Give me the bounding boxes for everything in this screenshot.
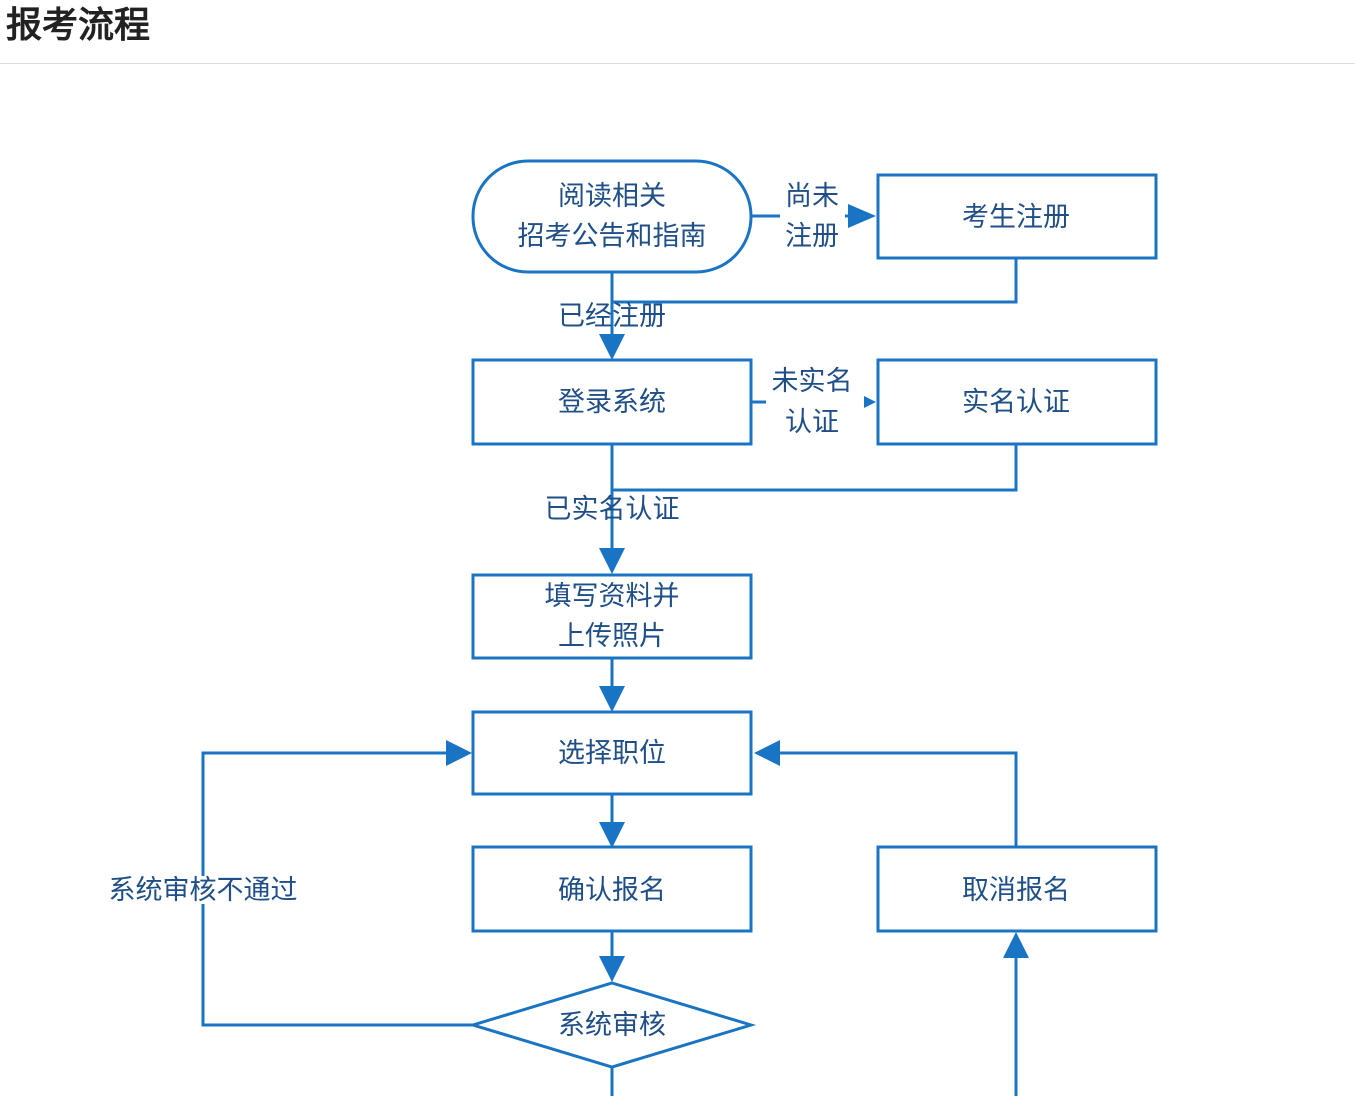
edge-verified-label: 已实名认证: [545, 494, 680, 525]
node-read-line-2: 招考公告和指南: [518, 221, 707, 252]
connector-verify-to-fill: [612, 445, 1018, 492]
edge-not-registered-line-1: 尚未: [785, 181, 839, 212]
node-verify-label: 实名认证: [962, 387, 1070, 418]
node-login-shape: [471, 358, 753, 446]
arrow-to-choose: [599, 686, 625, 712]
node-register-label: 考生注册: [962, 202, 1070, 233]
node-choose-label: 选择职位: [558, 738, 666, 769]
edge-not-registered-line-2: 注册: [785, 221, 839, 252]
page-title: 报考流程: [6, 5, 151, 46]
arrow-to-fill: [599, 548, 625, 574]
arrow-to-register: [848, 204, 876, 228]
node-cancel-label: 取消报名: [962, 875, 1070, 906]
edge-not-verified-line-1: 未实名: [772, 366, 853, 397]
arrow-to-confirm: [599, 822, 625, 848]
edge-not-verified-line-2: 认证: [785, 407, 839, 438]
arrow-cancel-to-choose: [754, 740, 780, 766]
node-choose-shape: [471, 710, 753, 796]
node-review-shape: [467, 981, 757, 1069]
edge-registered-label: 已经注册: [558, 301, 666, 332]
node-fill-shape: [471, 573, 753, 660]
connector-cancel-to-choose: [778, 751, 1018, 846]
arrow-to-verify: [864, 396, 876, 408]
node-confirm-label: 确认报名: [558, 875, 666, 906]
edge-review-failed-label: 系统审核不通过: [109, 875, 298, 906]
arrow-to-login: [599, 334, 625, 360]
node-login-label: 登录系统: [558, 387, 666, 418]
arrow-review-fail-to-choose: [446, 740, 472, 766]
node-confirm-shape: [471, 845, 753, 933]
arrow-to-cancel: [1003, 932, 1029, 958]
connector-review-fail-to-choose-upper: [201, 751, 448, 876]
node-review-label: 系统审核: [558, 1010, 666, 1041]
node-labels: 阅读相关 招考公告和指南 考生注册 登录系统 实名认证 填写资料并 上传照片 选…: [518, 181, 1071, 1041]
node-verify-shape: [876, 358, 1158, 446]
node-shapes: [467, 159, 1158, 1069]
node-register-shape: [876, 173, 1158, 260]
page-header: 报考流程: [0, 0, 1355, 64]
edge-labels: 尚未 注册 已经注册 未实名 认证 已实名认证 系统审核不通过: [109, 181, 853, 906]
connectors: [201, 214, 1018, 1096]
connector-register-to-login: [612, 258, 1018, 304]
connector-review-fail-to-choose: [201, 904, 474, 1027]
node-fill-line-2: 上传照片: [558, 621, 666, 652]
node-fill-line-1: 填写资料并: [545, 581, 680, 612]
arrowheads: [446, 204, 1029, 982]
arrow-to-review: [599, 956, 625, 982]
node-read-line-1: 阅读相关: [558, 181, 666, 212]
node-read-shape: [471, 159, 753, 274]
node-cancel-shape: [876, 845, 1158, 933]
